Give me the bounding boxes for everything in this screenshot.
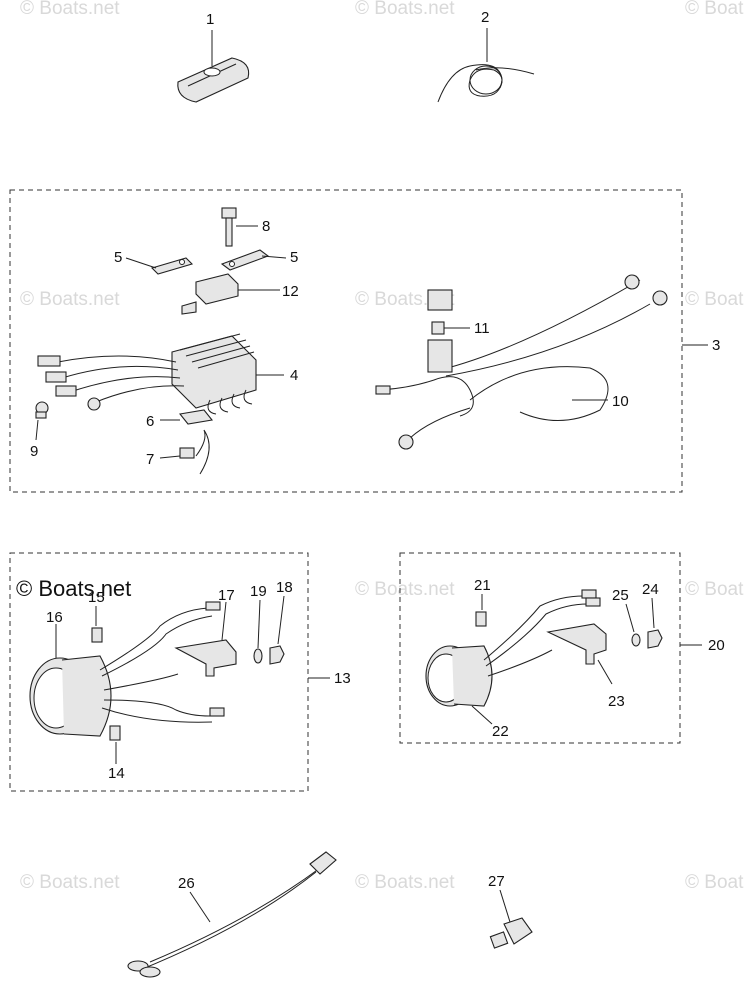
kit-20-box bbox=[399, 552, 681, 744]
callout-17[interactable]: 17 bbox=[218, 587, 235, 604]
watermarks: © Boats.net © Boats.net © Boats.net © Bo… bbox=[16, 0, 744, 893]
kit-3-box bbox=[9, 189, 683, 493]
callout-8[interactable]: 8 bbox=[262, 218, 270, 235]
callout-21[interactable]: 21 bbox=[474, 577, 491, 594]
part-23-bracket[interactable] bbox=[546, 623, 613, 685]
rectifier-wires bbox=[37, 355, 185, 411]
watermark: © Boats.net bbox=[685, 0, 744, 19]
callout-24[interactable]: 24 bbox=[642, 581, 659, 598]
callout-20[interactable]: 20 bbox=[708, 637, 725, 654]
callout-10[interactable]: 10 bbox=[612, 393, 629, 410]
watermark: © Boats.net bbox=[685, 872, 744, 893]
part-24-nut[interactable] bbox=[647, 597, 663, 649]
watermark: © Boats.net bbox=[685, 289, 744, 310]
callout-15[interactable]: 15 bbox=[88, 589, 105, 606]
part-27-sender[interactable] bbox=[489, 889, 533, 949]
part-17-bracket[interactable] bbox=[174, 601, 237, 677]
watermark: © Boats.net bbox=[20, 872, 120, 893]
callout-2[interactable]: 2 bbox=[481, 9, 489, 26]
part-14-bulb[interactable] bbox=[109, 725, 121, 764]
callout-14[interactable]: 14 bbox=[108, 765, 125, 782]
part-1-pad[interactable] bbox=[177, 30, 250, 103]
part-5-plate-right[interactable] bbox=[220, 249, 287, 271]
watermark: © Boats.net bbox=[20, 0, 120, 19]
callout-18[interactable]: 18 bbox=[276, 579, 293, 596]
callout-7[interactable]: 7 bbox=[146, 451, 154, 468]
callout-23[interactable]: 23 bbox=[608, 693, 625, 710]
part-15-bulb[interactable] bbox=[91, 606, 103, 643]
watermark: © Boats.net bbox=[20, 289, 120, 310]
watermark: © Boats.net bbox=[355, 872, 455, 893]
part-7-clamp[interactable] bbox=[159, 429, 210, 475]
part-19-washer[interactable] bbox=[253, 599, 263, 664]
callout-19[interactable]: 19 bbox=[250, 583, 267, 600]
callouts: 1 2 3 4 5 5 6 7 8 9 10 11 12 13 14 15 16… bbox=[30, 9, 725, 892]
part-11-fuse-holder[interactable] bbox=[427, 289, 470, 373]
gauge-13-wires bbox=[99, 601, 225, 723]
part-4-rectifier[interactable] bbox=[171, 333, 284, 415]
part-10-harness[interactable] bbox=[375, 274, 668, 450]
callout-13[interactable]: 13 bbox=[334, 670, 351, 687]
callout-9[interactable]: 9 bbox=[30, 443, 38, 460]
callout-22[interactable]: 22 bbox=[492, 723, 509, 740]
callout-26[interactable]: 26 bbox=[178, 875, 195, 892]
part-18-nut[interactable] bbox=[269, 595, 285, 665]
callout-11[interactable]: 11 bbox=[474, 320, 490, 337]
part-2-coil-wire[interactable] bbox=[437, 28, 535, 103]
part-16-gauge[interactable] bbox=[29, 624, 112, 737]
callout-1[interactable]: 1 bbox=[206, 11, 214, 28]
part-22-gauge[interactable] bbox=[425, 645, 493, 725]
callout-25[interactable]: 25 bbox=[612, 587, 629, 604]
part-9-grommet[interactable] bbox=[35, 401, 49, 441]
watermark-dark: © Boats.net bbox=[16, 576, 131, 601]
watermark: © Boats.net bbox=[355, 579, 455, 600]
part-26-cable[interactable] bbox=[127, 851, 337, 978]
callout-4[interactable]: 4 bbox=[290, 367, 298, 384]
callout-5-left[interactable]: 5 bbox=[114, 249, 122, 266]
gauge-20-wires bbox=[483, 589, 601, 677]
part-8-bolt[interactable] bbox=[221, 207, 258, 247]
kit-13-box bbox=[9, 552, 309, 792]
callout-12[interactable]: 12 bbox=[282, 283, 299, 300]
watermark: © Boats.net bbox=[355, 0, 455, 19]
part-5-plate-left[interactable] bbox=[125, 257, 194, 275]
callout-5-right[interactable]: 5 bbox=[290, 249, 298, 266]
callout-3[interactable]: 3 bbox=[712, 337, 720, 354]
callout-6[interactable]: 6 bbox=[146, 413, 154, 430]
callout-27[interactable]: 27 bbox=[488, 873, 505, 890]
callout-16[interactable]: 16 bbox=[46, 609, 63, 626]
part-25-washer[interactable] bbox=[625, 603, 641, 647]
watermark: © Boats.net bbox=[685, 579, 744, 600]
part-21-bulb[interactable] bbox=[475, 594, 487, 627]
part-12-bracket[interactable] bbox=[181, 273, 280, 315]
part-6-pad[interactable] bbox=[160, 409, 214, 425]
